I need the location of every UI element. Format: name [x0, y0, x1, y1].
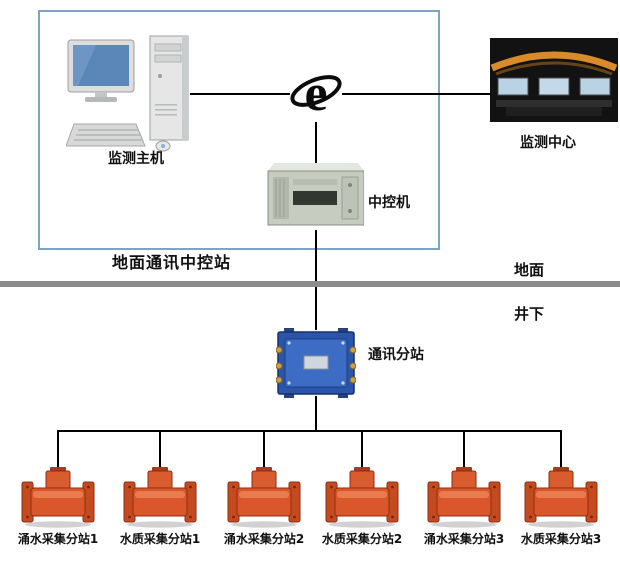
connector-drop-1 [57, 430, 59, 470]
device-label: 水质采集分站3 [520, 532, 602, 546]
flow-sensor-icon [523, 466, 599, 528]
svg-text:e: e [304, 65, 327, 122]
flow-sensor-icon [226, 466, 302, 528]
surface-divider [0, 281, 620, 287]
internet-e-icon: e [290, 64, 342, 122]
server-label: 中控机 [368, 195, 410, 211]
station-label: 地面通讯中控站 [112, 253, 232, 272]
rack-server-icon [267, 163, 364, 226]
flow-sensor-icon [20, 466, 96, 528]
connector-drop-4 [361, 430, 363, 470]
center-label: 监测中心 [520, 135, 576, 151]
substation-label: 通讯分站 [368, 347, 424, 363]
device-node-3: 涌水采集分站2 [216, 466, 312, 547]
device-node-4: 水质采集分站2 [314, 466, 410, 547]
junction-box-icon [276, 328, 356, 398]
device-label: 涌水采集分站2 [223, 532, 305, 546]
connector-bus-line [57, 430, 562, 432]
connector-line-e-to-server [315, 95, 317, 165]
connector-drop-5 [463, 430, 465, 470]
surface-label: 地面 [514, 261, 545, 279]
host-label: 监测主机 [108, 151, 164, 167]
connector-drop-3 [263, 430, 265, 470]
monitoring-room-image [490, 38, 618, 122]
underground-label: 井下 [514, 305, 545, 323]
device-label: 涌水采集分站3 [423, 532, 505, 546]
device-label: 水质采集分站2 [321, 532, 403, 546]
device-node-1: 涌水采集分站1 [10, 466, 106, 547]
ground-station-boundary [38, 10, 440, 250]
device-node-2: 水质采集分站1 [112, 466, 208, 547]
device-label: 水质采集分站1 [119, 532, 201, 546]
connector-line-server-to-substation [315, 230, 317, 330]
connector-drop-2 [159, 430, 161, 470]
flow-sensor-icon [426, 466, 502, 528]
device-node-6: 水质采集分站3 [513, 466, 609, 547]
flow-sensor-icon [324, 466, 400, 528]
device-label: 涌水采集分站1 [17, 532, 99, 546]
flow-sensor-icon [122, 466, 198, 528]
connector-drop-6 [560, 430, 562, 470]
connector-line-substation-to-bus [315, 396, 317, 432]
computer-workstation-icon [66, 35, 189, 152]
device-node-5: 涌水采集分站3 [416, 466, 512, 547]
